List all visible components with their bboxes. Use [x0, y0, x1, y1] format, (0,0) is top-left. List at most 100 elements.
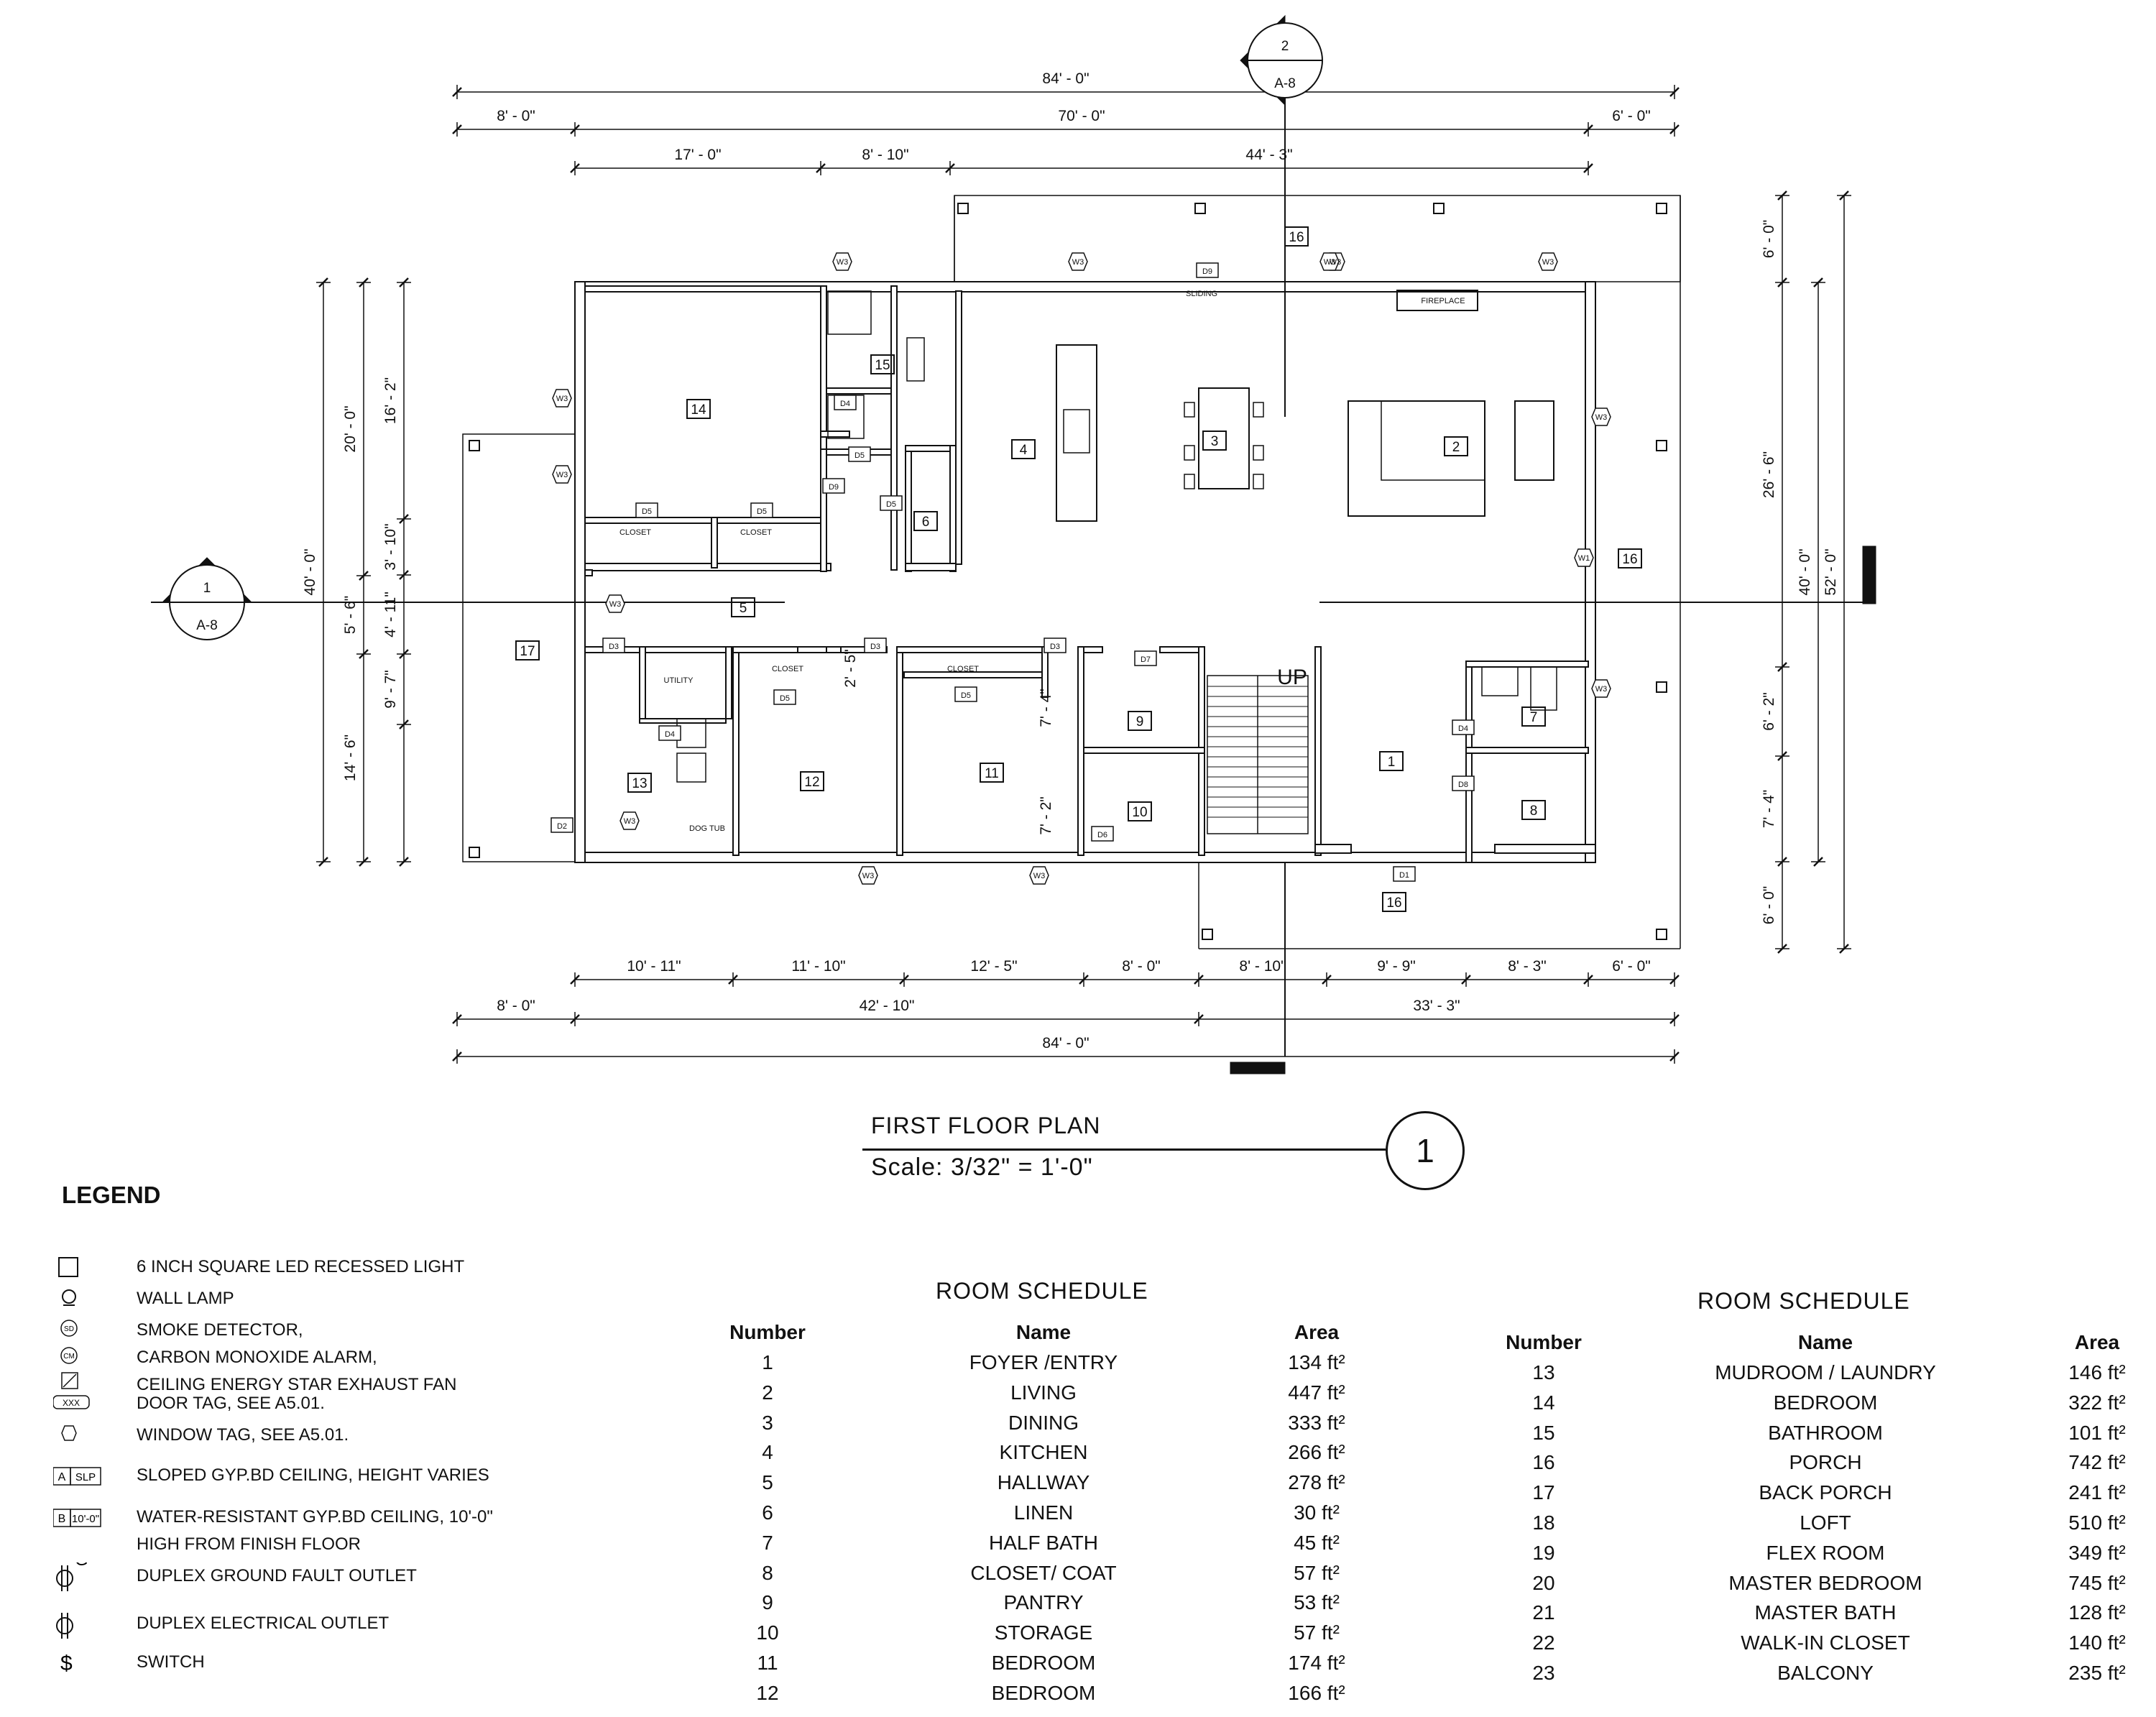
schedule-cell: 349 ft²	[2068, 1541, 2126, 1564]
dim-bottom-inner-label: 6' - 0"	[1612, 958, 1650, 975]
back-porch-outline	[462, 433, 576, 862]
plan-scale: Scale: 3/32" = 1'-0"	[871, 1154, 1093, 1181]
dim-left-outer-label: 14' - 6"	[342, 735, 359, 781]
room-tag-box	[1011, 439, 1036, 459]
interior-wall	[584, 569, 593, 576]
plan-title-rule	[862, 1148, 1386, 1151]
schedule-cell: STORAGE	[994, 1621, 1093, 1644]
room-tag-number: 2	[1452, 440, 1460, 455]
room-tag-box	[1379, 751, 1404, 771]
legend-item: DUPLEX ELECTRICAL OUTLET	[53, 1610, 686, 1642]
door-tag	[550, 817, 573, 833]
schedule-cell: 57 ft²	[1294, 1621, 1340, 1644]
dim-right-overall-label: 52' - 0"	[1823, 548, 1839, 595]
dim-right-inner-label: 6' - 2"	[1761, 692, 1777, 730]
interior-wall	[1465, 660, 1589, 668]
dim-bottom-mid-label: 33' - 3"	[1413, 998, 1460, 1014]
dim-bottom-inner-tick	[1669, 975, 1680, 985]
dim-top-overall-tick	[1669, 87, 1680, 97]
dining-chair	[1184, 445, 1195, 461]
schedule-cell: 16	[1532, 1451, 1555, 1474]
dim-right-inner-label: 7' - 4"	[1761, 790, 1777, 828]
legend-item-text: DOOR TAG, SEE A5.01.	[137, 1394, 325, 1413]
dim-bottom-inner-tick	[1461, 975, 1471, 985]
window-tag	[1591, 679, 1611, 698]
dim-right-inner-tick	[1777, 857, 1787, 867]
fireplace	[1396, 290, 1478, 311]
schedule-column-header: Number	[1506, 1331, 1582, 1353]
room-tag-box	[800, 771, 824, 791]
legend-item-text: WATER-RESISTANT GYP.BD CEILING, 10'-0" H…	[137, 1507, 493, 1554]
plan-label: CLOSET	[619, 528, 651, 537]
room-tag-number: 14	[691, 402, 706, 418]
door-tag	[1196, 262, 1219, 278]
dim-top-mid-label: 6' - 0"	[1612, 108, 1650, 124]
legend-symbol-part	[62, 1289, 76, 1304]
schedule-cell: MUDROOM / LAUNDRY	[1715, 1361, 1936, 1384]
interior-wall	[820, 431, 850, 438]
recessed-light	[1202, 929, 1213, 940]
schedule-cell: 166 ft²	[1288, 1681, 1345, 1704]
legend-item-text: SLOPED GYP.BD CEILING, HEIGHT VARIES	[137, 1465, 489, 1485]
armchair	[1514, 400, 1554, 481]
schedule-cell: 745 ft²	[2068, 1571, 2126, 1594]
schedule-cell: 4	[762, 1441, 773, 1464]
dim-bottom-mid-tick	[452, 1014, 462, 1024]
schedule-cell: 57 ft²	[1294, 1561, 1340, 1584]
interior-wall	[1159, 646, 1204, 653]
dim-right-inner-tick	[1777, 751, 1787, 761]
dining-chair	[1253, 474, 1264, 489]
room-tag-number: 13	[632, 776, 647, 791]
dim-left-inner-tick	[399, 649, 409, 659]
window-tag-label: W3	[862, 872, 875, 880]
schedule-cell: 322 ft²	[2068, 1391, 2126, 1414]
interior-wall	[1083, 747, 1205, 754]
interior-wall	[639, 718, 727, 724]
legend-title: LEGEND	[62, 1182, 161, 1208]
window-tag-label: W3	[837, 258, 849, 267]
dim-right-inner-label: 6' - 0"	[1761, 220, 1777, 258]
room-tag-box	[1128, 801, 1152, 821]
schedule-cell: 21	[1532, 1601, 1555, 1624]
legend-item: GDUPLEX GROUND FAULT OUTLET	[53, 1550, 686, 1594]
dim-bottom-inner-tick	[1079, 975, 1089, 985]
square-light-icon-graphic	[58, 1257, 78, 1277]
schedule-title: ROOM SCHEDULE	[936, 1278, 1148, 1304]
room-tag-box	[1202, 431, 1227, 451]
room-tag-box	[731, 597, 755, 617]
legend-item-text: DUPLEX GROUND FAULT OUTLET	[137, 1566, 417, 1585]
recessed-light	[1194, 203, 1206, 214]
window-tag	[605, 594, 625, 613]
schedule-cell: 12	[756, 1681, 779, 1704]
schedule-cell: 5	[762, 1471, 773, 1494]
window-tag-label: W3	[556, 395, 568, 403]
dryer	[676, 752, 706, 783]
interior-wall	[584, 517, 823, 524]
legend-symbol-part	[60, 1347, 78, 1364]
dim-top-mid-tick	[1583, 124, 1593, 134]
room-tag-box	[1521, 800, 1546, 820]
window-tag-label: W3	[1330, 258, 1342, 267]
door-tag	[848, 446, 871, 462]
dim-bottom-inner-tick	[1194, 975, 1204, 985]
dim-left-outer-label: 5' - 6"	[342, 596, 359, 634]
dim-top-inner-tick	[816, 163, 826, 173]
outlet-icon-graphic	[56, 1613, 73, 1639]
door-tag	[635, 502, 658, 518]
dim-bottom-overall-tick	[1669, 1051, 1680, 1062]
schedule-cell: DINING	[1008, 1411, 1079, 1434]
recessed-light	[469, 440, 480, 451]
switch-icon: $	[53, 1649, 132, 1680]
door-tag-label: D4	[840, 400, 850, 408]
room-tag-box	[1284, 226, 1309, 247]
